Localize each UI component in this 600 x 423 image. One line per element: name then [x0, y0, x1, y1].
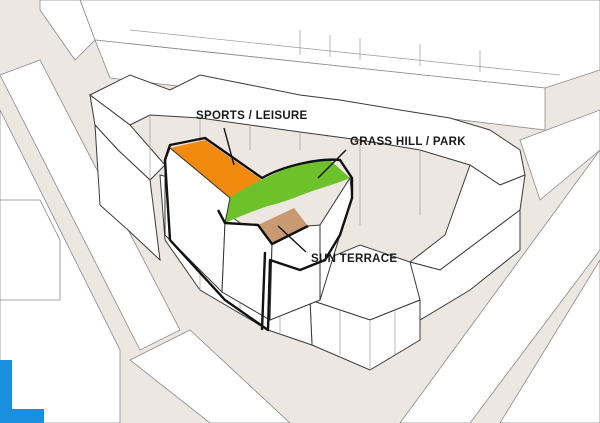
grass-hill-park-label: GRASS HILL / PARK [350, 136, 466, 148]
sports-leader-line [223, 127, 235, 166]
grass-leader-line [317, 149, 347, 179]
north-building [39, 0, 600, 131]
l-bracket-logo-icon [0, 360, 44, 423]
sports-leisure-roof [170, 140, 262, 198]
east-buildings [399, 109, 600, 423]
grass-hill-park-roof [218, 160, 350, 223]
sun-terrace-label: SUN TERRACE [311, 253, 397, 265]
courtyard-building [163, 136, 354, 332]
sun-leader-line [277, 225, 307, 253]
sun-terrace-roof [258, 208, 308, 244]
sports-leisure-label: SPORTS / LEISURE [196, 110, 308, 122]
west-buildings [0, 59, 291, 423]
